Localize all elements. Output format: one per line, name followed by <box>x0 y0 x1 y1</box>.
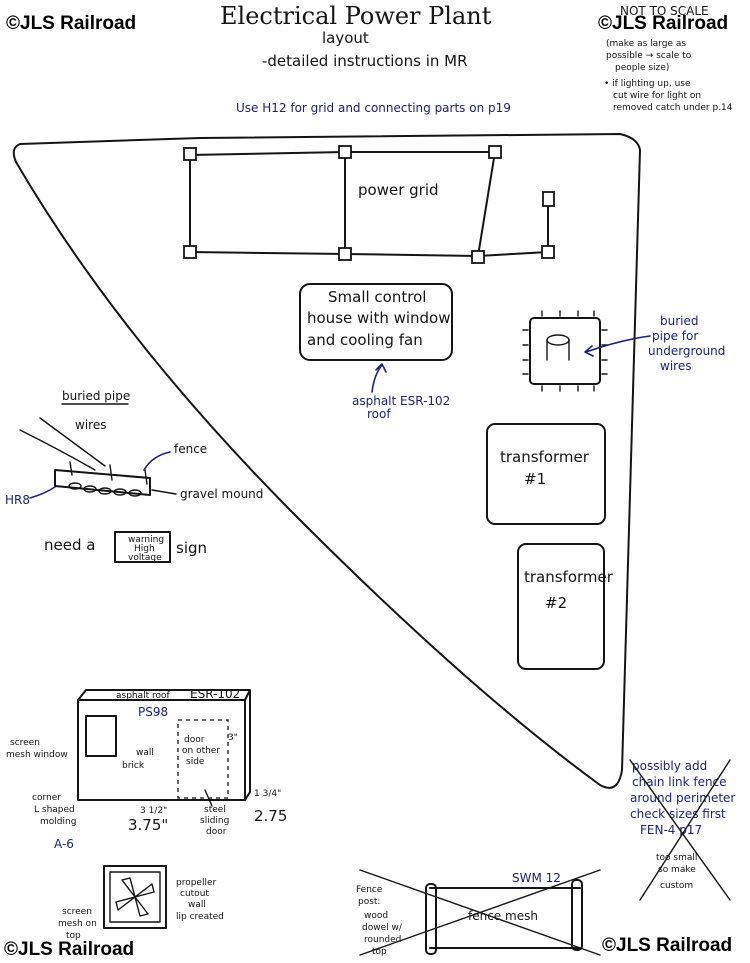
watermark-bottom-right: ©JLS Railroad <box>602 935 732 956</box>
steel-door-label-2: sliding <box>200 816 229 826</box>
fence-mesh-label: fence mesh <box>468 909 538 923</box>
too-small-1: too small <box>656 853 697 863</box>
lighting-note-line3: removed catch under p.14 <box>613 103 733 113</box>
transformer-1-label-2: #1 <box>524 470 546 488</box>
house-roof-label: asphalt roof <box>116 691 171 701</box>
pipe-detail-fence: fence <box>174 442 207 456</box>
control-house-label-2: house with window <box>307 309 451 327</box>
door-label-3: side <box>186 757 205 767</box>
screen-top-label-3: top <box>66 931 81 941</box>
transformer-2 <box>517 543 605 670</box>
steel-door-label-3: door <box>206 827 227 837</box>
power-grid-label: power grid <box>358 181 439 199</box>
warning-sign-line3: voltage <box>128 553 162 563</box>
fence-note-4: check sizes first <box>630 807 726 821</box>
pipe-detail-heading: buried pipe <box>62 389 130 403</box>
buried-pipe-note-1: buried <box>660 314 699 328</box>
fence-mesh-sketch <box>359 869 601 956</box>
buried-pipe-note-4: wires <box>660 359 691 373</box>
house-roof-code: ESR-102 <box>190 687 240 701</box>
wall-label-1: wall <box>136 748 154 758</box>
door-label-2: on other <box>182 746 220 756</box>
fan-label-3: wall <box>188 900 206 910</box>
house-detail-sketch <box>77 689 251 801</box>
fence-note-5: FEN-4 p17 <box>640 823 702 837</box>
depth-dimension: 2.75 <box>254 807 287 825</box>
warning-sign-line2: High <box>134 544 155 554</box>
corner-label-3: molding <box>40 817 76 827</box>
steel-door-label-1: steel <box>204 805 226 815</box>
warning-sign <box>114 531 171 563</box>
transformer-2-label-2: #2 <box>545 594 567 612</box>
scale-note: NOT TO SCALE <box>620 4 709 18</box>
lighting-note-line1: • if lighting up, use <box>604 79 691 89</box>
fence-note-1: possibly add <box>632 759 707 773</box>
page-subtitle: layout <box>322 29 369 47</box>
screen-top-label-2: mesh on <box>58 919 97 929</box>
instructions-note: -detailed instructions in MR <box>262 52 468 70</box>
sign-word: sign <box>176 539 207 557</box>
pipe-detail-gravel: gravel mound <box>180 487 263 501</box>
buried-pipe-arrow <box>584 335 651 357</box>
scale-note-line1: (make as large as <box>606 39 686 49</box>
door-label-1: door <box>184 735 205 745</box>
buried-pipe-box <box>522 310 608 392</box>
scale-note-line3: people size) <box>615 63 669 73</box>
control-house-label-1: Small control <box>328 288 426 306</box>
swm-code: SWM 12 <box>512 871 561 885</box>
width-dimension: 3.75" <box>128 816 168 834</box>
wall-label-2: brick <box>122 761 145 771</box>
watermark-bottom-left: ©JLS Railroad <box>4 939 134 960</box>
corner-label-1: corner <box>32 793 61 803</box>
control-house <box>299 283 453 361</box>
need-sign-text: need a <box>44 536 95 554</box>
fan-label-1: propeller <box>176 878 217 888</box>
transformer-1-label-1: transformer <box>500 448 590 466</box>
roof-arrow <box>371 363 387 393</box>
pipe-detail-sketch <box>19 417 151 497</box>
corner-label-2: L shaped <box>34 805 75 815</box>
grid-instruction: Use H12 for grid and connecting parts on… <box>236 101 511 115</box>
plot-boundary <box>12 133 641 789</box>
watermark-top-left: ©JLS Railroad <box>6 13 136 34</box>
pipe-detail-wires: wires <box>75 418 106 432</box>
fence-post-4: dowel w/ <box>362 923 403 933</box>
transformer-1 <box>486 423 606 525</box>
watermark-top-right: ©JLS Railroad <box>598 13 728 34</box>
pipe-detail-hr8: HR8 <box>5 493 30 507</box>
depth-small: 1 3/4" <box>254 789 281 799</box>
fence-post-1: Fence <box>356 885 383 895</box>
house-wall-code: PS98 <box>138 705 168 719</box>
screen-window-label-1: screen <box>10 738 40 748</box>
fence-post-5: rounded <box>364 935 401 945</box>
power-grid <box>183 145 555 264</box>
fence-note-strike <box>629 759 731 901</box>
fan-label-4: lip created <box>176 912 224 922</box>
lighting-note-line2: cut wire for light on <box>613 91 701 101</box>
fence-post-6: top <box>372 947 387 957</box>
screen-window-label-2: mesh window <box>6 750 68 760</box>
transformer-2-label-1: transformer <box>524 568 614 586</box>
roof-note-1: asphalt ESR-102 <box>352 394 450 408</box>
fence-post-2: post: <box>358 897 380 907</box>
fan-label-2: cutout <box>180 889 209 899</box>
screen-top-label-1: screen <box>62 907 92 917</box>
roof-note-2: roof <box>367 407 391 421</box>
buried-pipe-note-3: underground <box>648 344 725 358</box>
width-small: 3 1/2" <box>140 806 167 816</box>
corner-code: A-6 <box>54 837 74 851</box>
buried-pipe-note-2: pipe for <box>652 329 698 343</box>
fence-note-2: chain link fence <box>632 775 727 789</box>
scale-note-line2: possible → scale to <box>606 51 692 61</box>
too-small-3: custom <box>660 881 693 891</box>
door-height: 3" <box>228 733 238 743</box>
fence-note-3: around perimeter <box>630 791 735 805</box>
fan-wall-sketch <box>103 865 167 929</box>
page-title: Electrical Power Plant <box>220 2 492 30</box>
too-small-2: so make <box>658 865 696 875</box>
fence-post-3: wood <box>364 911 388 921</box>
control-house-label-3: and cooling fan <box>307 331 423 349</box>
warning-sign-line1: warning <box>128 535 164 545</box>
